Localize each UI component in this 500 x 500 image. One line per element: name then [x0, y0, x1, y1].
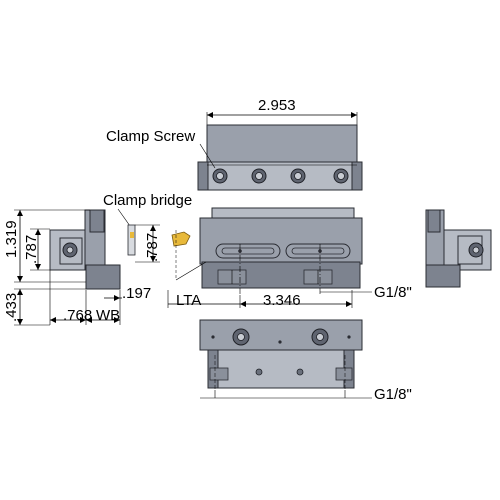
label-g18-bottom: G1/8": [374, 386, 412, 403]
top-view: 2.953 Clamp Screw: [106, 97, 363, 191]
label-clamp-bridge: Clamp bridge: [103, 192, 192, 209]
dim-top-width: 2.953: [258, 97, 296, 114]
dim-height-787-bridge: .787: [144, 233, 161, 262]
label-clamp-screw: Clamp Screw: [106, 128, 195, 145]
right-side-view: [425, 209, 492, 288]
dim-width-768: .768: [63, 307, 92, 324]
clamp-bridge-view: Clamp bridge .787: [103, 192, 192, 263]
label-wb: WB: [96, 307, 120, 324]
label-lta: LTA: [176, 292, 201, 309]
dim-offset-197: .197: [122, 285, 151, 302]
dim-height-1319: 1.319: [3, 220, 20, 258]
top-block: [206, 124, 358, 166]
front-view: LTA 3.346 G1/8": [167, 207, 412, 309]
bottom-block: [199, 319, 363, 351]
dim-height-433: .433: [3, 293, 20, 322]
clamp-screw-holes: [212, 168, 349, 184]
cutting-insert: [171, 231, 191, 247]
dim-length-3346: 3.346: [263, 292, 301, 309]
left-side-view: 1.319 .787 .433 .768 WB .197: [3, 209, 151, 326]
bottom-view: G1/8": [199, 319, 412, 403]
label-g18-top: G1/8": [374, 284, 412, 301]
dim-height-787-left: .787: [23, 235, 40, 264]
